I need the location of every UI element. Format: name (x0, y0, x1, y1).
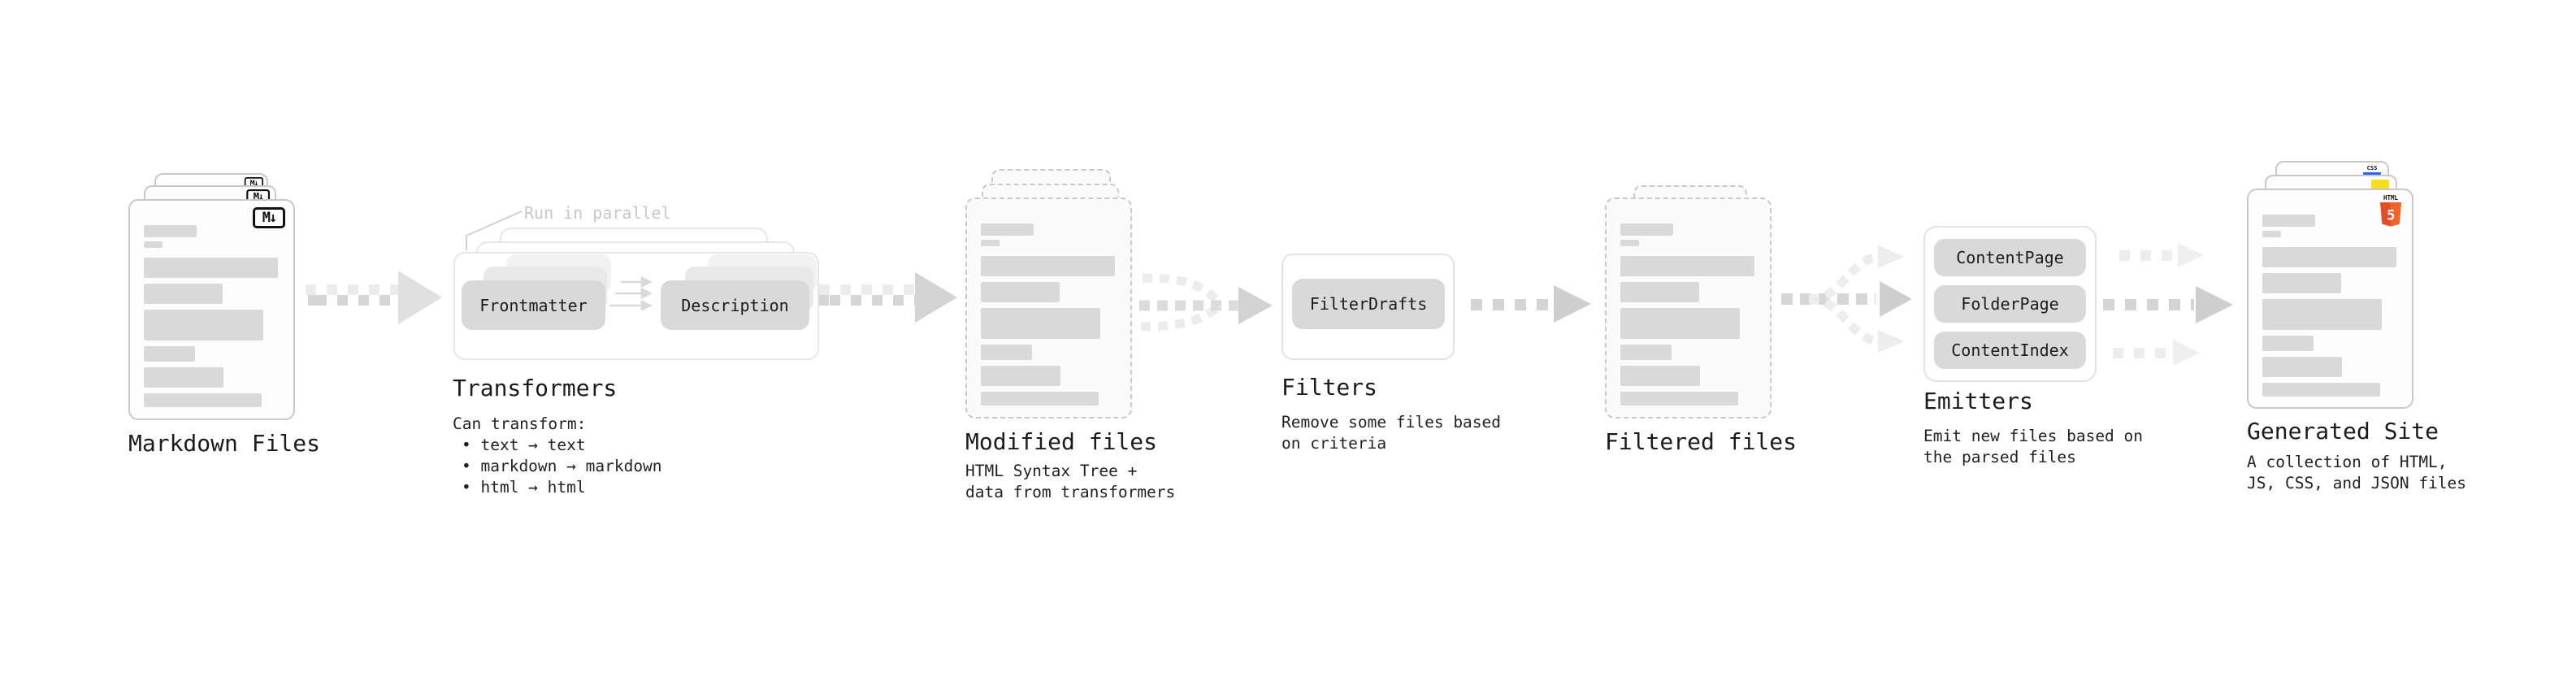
placeholder-bar (981, 256, 1115, 276)
placeholder-bar (144, 367, 223, 388)
transformer-node-frontmatter: Frontmatter (462, 280, 605, 330)
placeholder-bar (1620, 223, 1673, 236)
run-in-parallel-note: Run in parallel (524, 203, 671, 223)
filters-desc: Remove some files based on criteria (1281, 413, 1502, 453)
placeholder-bar (144, 284, 223, 304)
svg-text:HTML: HTML (2383, 194, 2399, 202)
placeholder-bar (2262, 273, 2341, 293)
modified-files-label: Modified files (965, 428, 1158, 455)
generated-site-desc: A collection of HTML, JS, CSS, and JSON … (2247, 453, 2467, 492)
placeholder-bar (2262, 247, 2396, 267)
filtered-files-label: Filtered files (1605, 428, 1798, 455)
modified-file-card (965, 197, 1132, 419)
arrow-filtered-to-emitters (1781, 245, 1912, 353)
placeholder-bar (981, 366, 1060, 386)
arrow-emitter-middle (2103, 286, 2237, 323)
placeholder-bar (981, 223, 1034, 236)
placeholder-bars (1620, 223, 1754, 406)
placeholder-bar (981, 240, 1000, 246)
emitter-node-contentpage: ContentPage (1934, 239, 2086, 276)
emitter-node-folderpage: FolderPage (1934, 285, 2086, 323)
js-badge-icon (2371, 180, 2389, 189)
placeholder-bar (981, 282, 1060, 302)
transformer-node-description: Description (661, 280, 809, 330)
placeholder-bar (2262, 215, 2315, 227)
emitters-frame: ContentPage FolderPage ContentIndex (1923, 226, 2097, 382)
transformers-bullet: • text → text (462, 436, 586, 454)
placeholder-bar (2262, 336, 2314, 351)
placeholder-bar (144, 310, 263, 340)
generated-file-card: HTML 5 (2247, 189, 2413, 409)
placeholder-bar (2262, 299, 2382, 330)
transformers-bullet: • html → html (462, 478, 586, 497)
placeholder-bar (144, 346, 195, 362)
placeholder-bar (1620, 256, 1754, 276)
modified-files-desc: HTML Syntax Tree + data from transformer… (965, 462, 1176, 501)
placeholder-bar (2262, 231, 2281, 237)
parallel-arrows-icon (609, 275, 653, 312)
placeholder-bar (981, 308, 1100, 339)
css-badge-icon: CSS (2363, 165, 2381, 175)
emitters-desc: Emit new files based on the parsed files (1923, 427, 2144, 466)
filters-heading: Filters (1281, 374, 1378, 401)
placeholder-bars (144, 225, 278, 407)
svg-text:5: 5 (2387, 208, 2395, 224)
arrow-filters-to-filtered (1471, 285, 1593, 323)
placeholder-bar (144, 258, 278, 278)
placeholder-bar (1620, 345, 1672, 360)
emitter-node-contentindex: ContentIndex (1934, 332, 2086, 369)
placeholder-bar (981, 392, 1099, 406)
placeholder-bar (1620, 366, 1700, 386)
placeholder-bars (2262, 215, 2396, 397)
placeholder-bar (1620, 240, 1639, 246)
arrow-modified-to-filters (1139, 273, 1273, 332)
markdown-logo-icon: M↓ (253, 207, 285, 228)
css-badge-text: CSS (2366, 165, 2378, 171)
transformers-desc-title: Can transform: (453, 414, 587, 433)
html5-logo-icon: HTML 5 (2380, 194, 2401, 227)
arrow-emitter-bottom (2113, 340, 2204, 367)
placeholder-bar (1620, 308, 1740, 339)
transformers-bullet: • markdown → markdown (462, 457, 662, 475)
placeholder-bar (144, 241, 163, 248)
placeholder-bar (1620, 392, 1738, 406)
arrow-emitter-top (2119, 241, 2209, 269)
placeholder-bar (981, 345, 1032, 360)
placeholder-bar (1620, 282, 1699, 302)
placeholder-bars (981, 223, 1115, 406)
generated-site-label: Generated Site (2247, 418, 2439, 445)
arrow-markdown-to-transformers (306, 271, 445, 324)
placeholder-bar (2262, 383, 2380, 397)
run-in-parallel-connector (466, 210, 523, 250)
filter-node-filterdrafts: FilterDrafts (1292, 279, 1445, 329)
filtered-file-card (1605, 197, 1772, 419)
markdown-file-card: M↓ (128, 199, 295, 420)
transformers-heading: Transformers (453, 375, 618, 401)
emitters-heading: Emitters (1923, 388, 2033, 414)
placeholder-bar (144, 393, 262, 407)
placeholder-bar (2262, 357, 2342, 377)
placeholder-bar (144, 225, 197, 237)
markdown-files-label: Markdown Files (128, 430, 321, 457)
filters-frame: FilterDrafts (1281, 254, 1455, 360)
arrow-transformers-to-modified (819, 271, 959, 323)
